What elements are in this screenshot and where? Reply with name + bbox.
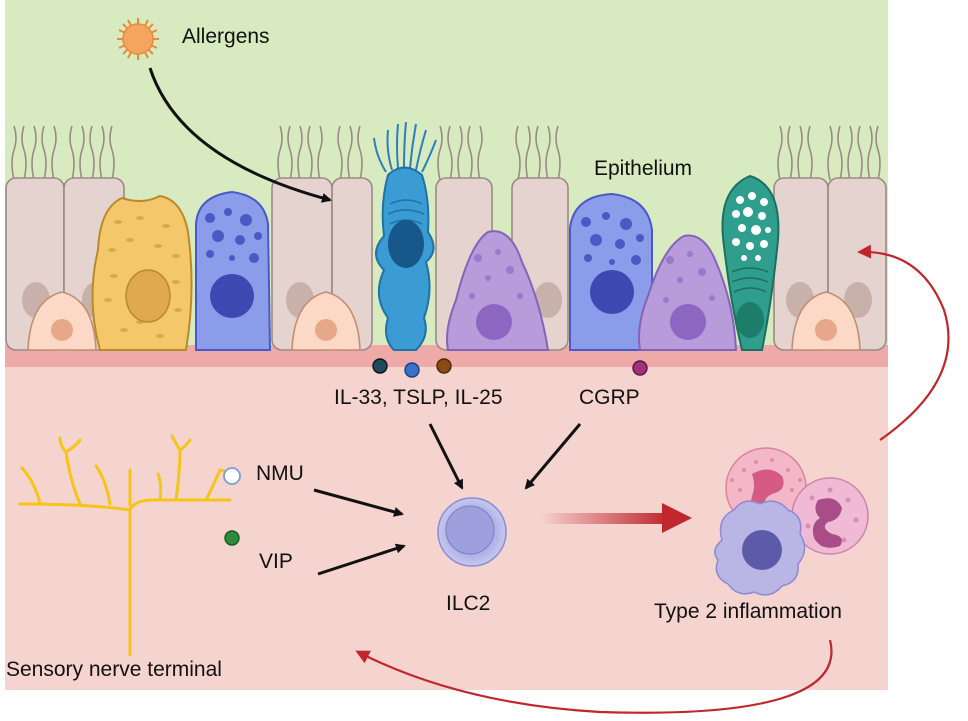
- nmu-label: NMU: [256, 462, 304, 485]
- tuft-cell: [373, 121, 437, 351]
- epithelium-label: Epithelium: [594, 157, 693, 180]
- vip-label: VIP: [259, 550, 293, 573]
- secretory-cell-right: [569, 192, 653, 351]
- il25-dot: [436, 358, 452, 374]
- nmu-arrow: [313, 488, 404, 517]
- goblet-cell: [721, 174, 780, 351]
- activation-arrow-head: [662, 503, 692, 533]
- cytokine-arrow: [428, 423, 464, 490]
- feedback-arrow-to-epithelium: [857, 244, 950, 441]
- ilc2-label: ILC2: [446, 592, 491, 615]
- neuroendocrine-cell-right: [638, 234, 738, 351]
- ilc2-cell-icon: [437, 497, 507, 567]
- tslp-dot: [404, 362, 420, 378]
- allergen-particle-icon: [117, 18, 159, 60]
- cgrp-arrow: [524, 423, 582, 490]
- secretory-cell-left: [195, 190, 272, 351]
- cytokines-label: IL-33, TSLP, IL-25: [334, 386, 503, 409]
- type2-inflammation-label: Type 2 inflammation: [654, 600, 842, 623]
- allergens-label: Allergens: [182, 25, 270, 48]
- sensory-nerve-label: Sensory nerve terminal: [6, 658, 222, 681]
- granular-cell: [91, 194, 193, 351]
- sensory-nerve-icon: [18, 434, 234, 657]
- feedback-arrow-to-nerve: [355, 639, 833, 714]
- cgrp-dot: [632, 360, 648, 376]
- activation-arrow-shaft: [540, 513, 668, 524]
- vip-dot: [224, 530, 240, 546]
- vip-arrow: [317, 543, 406, 576]
- neuroendocrine-cell-left: [446, 230, 550, 351]
- il33-dot: [372, 358, 388, 374]
- allergen-arrow: [148, 67, 332, 203]
- nmu-dot: [223, 467, 241, 485]
- basophil-icon: [714, 500, 806, 596]
- cilia: [11, 125, 881, 181]
- basal-cells: [27, 291, 861, 351]
- cgrp-label: CGRP: [579, 386, 640, 409]
